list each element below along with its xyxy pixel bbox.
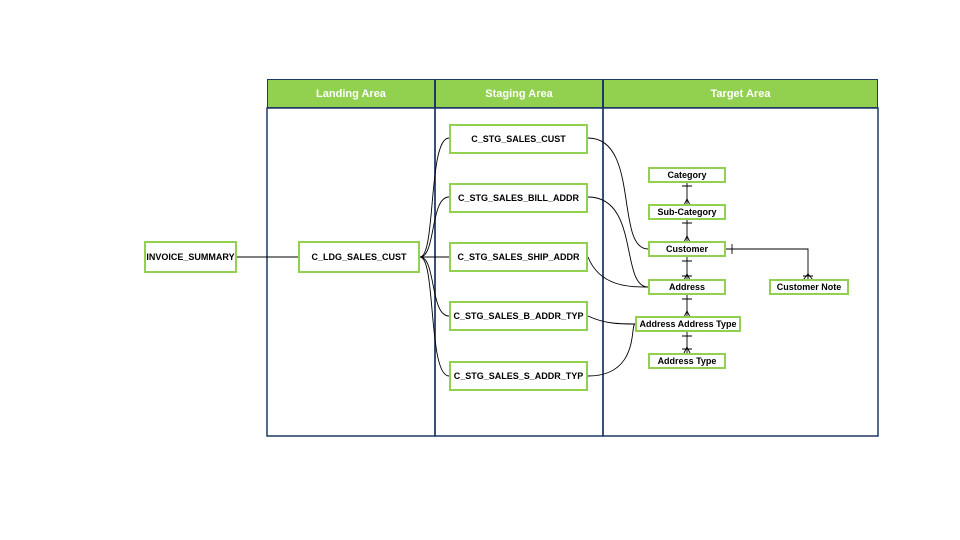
edge-stg-baddr-aat	[587, 315, 636, 325]
edge-stg-bill-address	[587, 196, 649, 288]
node-stg-sales-b-addr-typ[interactable]: C_STG_SALES_B_ADDR_TYP	[449, 301, 588, 331]
node-sub-category[interactable]: Sub-Category	[648, 204, 726, 220]
edge-stg-cust-customer	[587, 137, 649, 250]
edge-stg-saddr-aat	[587, 323, 636, 377]
edge-ldg-stg-cust	[419, 137, 450, 258]
node-category[interactable]: Category	[648, 167, 726, 183]
marker-aat-at	[682, 335, 692, 354]
node-stg-sales-ship-addr[interactable]: C_STG_SALES_SHIP_ADDR	[449, 242, 588, 272]
edge-stg-ship-address	[587, 256, 649, 288]
edge-ldg-stg-bill	[419, 196, 450, 258]
node-address[interactable]: Address	[648, 279, 726, 295]
target-lane-body	[602, 107, 879, 437]
node-stg-sales-s-addr-typ[interactable]: C_STG_SALES_S_ADDR_TYP	[449, 361, 588, 391]
node-ldg-sales-cust[interactable]: C_LDG_SALES_CUST	[298, 241, 420, 273]
marker-cust-addr	[682, 260, 692, 281]
node-stg-sales-cust[interactable]: C_STG_SALES_CUST	[449, 124, 588, 154]
marker-addr-aat	[682, 298, 692, 318]
node-address-address-type[interactable]: Address Address Type	[635, 316, 741, 332]
lane-header-staging: Staging Area	[435, 79, 603, 108]
node-customer-note[interactable]: Customer Note	[769, 279, 849, 295]
node-stg-sales-bill-addr[interactable]: C_STG_SALES_BILL_ADDR	[449, 183, 588, 213]
node-invoice-summary[interactable]: INVOICE_SUMMARY	[144, 241, 237, 273]
edge-ldg-stg-baddr	[419, 256, 450, 317]
edge-ldg-stg-saddr	[419, 256, 450, 377]
node-address-type[interactable]: Address Type	[648, 353, 726, 369]
marker-cat-sub	[682, 185, 692, 206]
marker-cust-note	[731, 244, 814, 281]
node-customer[interactable]: Customer	[648, 241, 726, 257]
edge-customer-note	[726, 248, 809, 280]
lane-header-target: Target Area	[603, 79, 878, 108]
marker-sub-cust	[682, 222, 692, 243]
lane-header-landing: Landing Area	[267, 79, 435, 108]
